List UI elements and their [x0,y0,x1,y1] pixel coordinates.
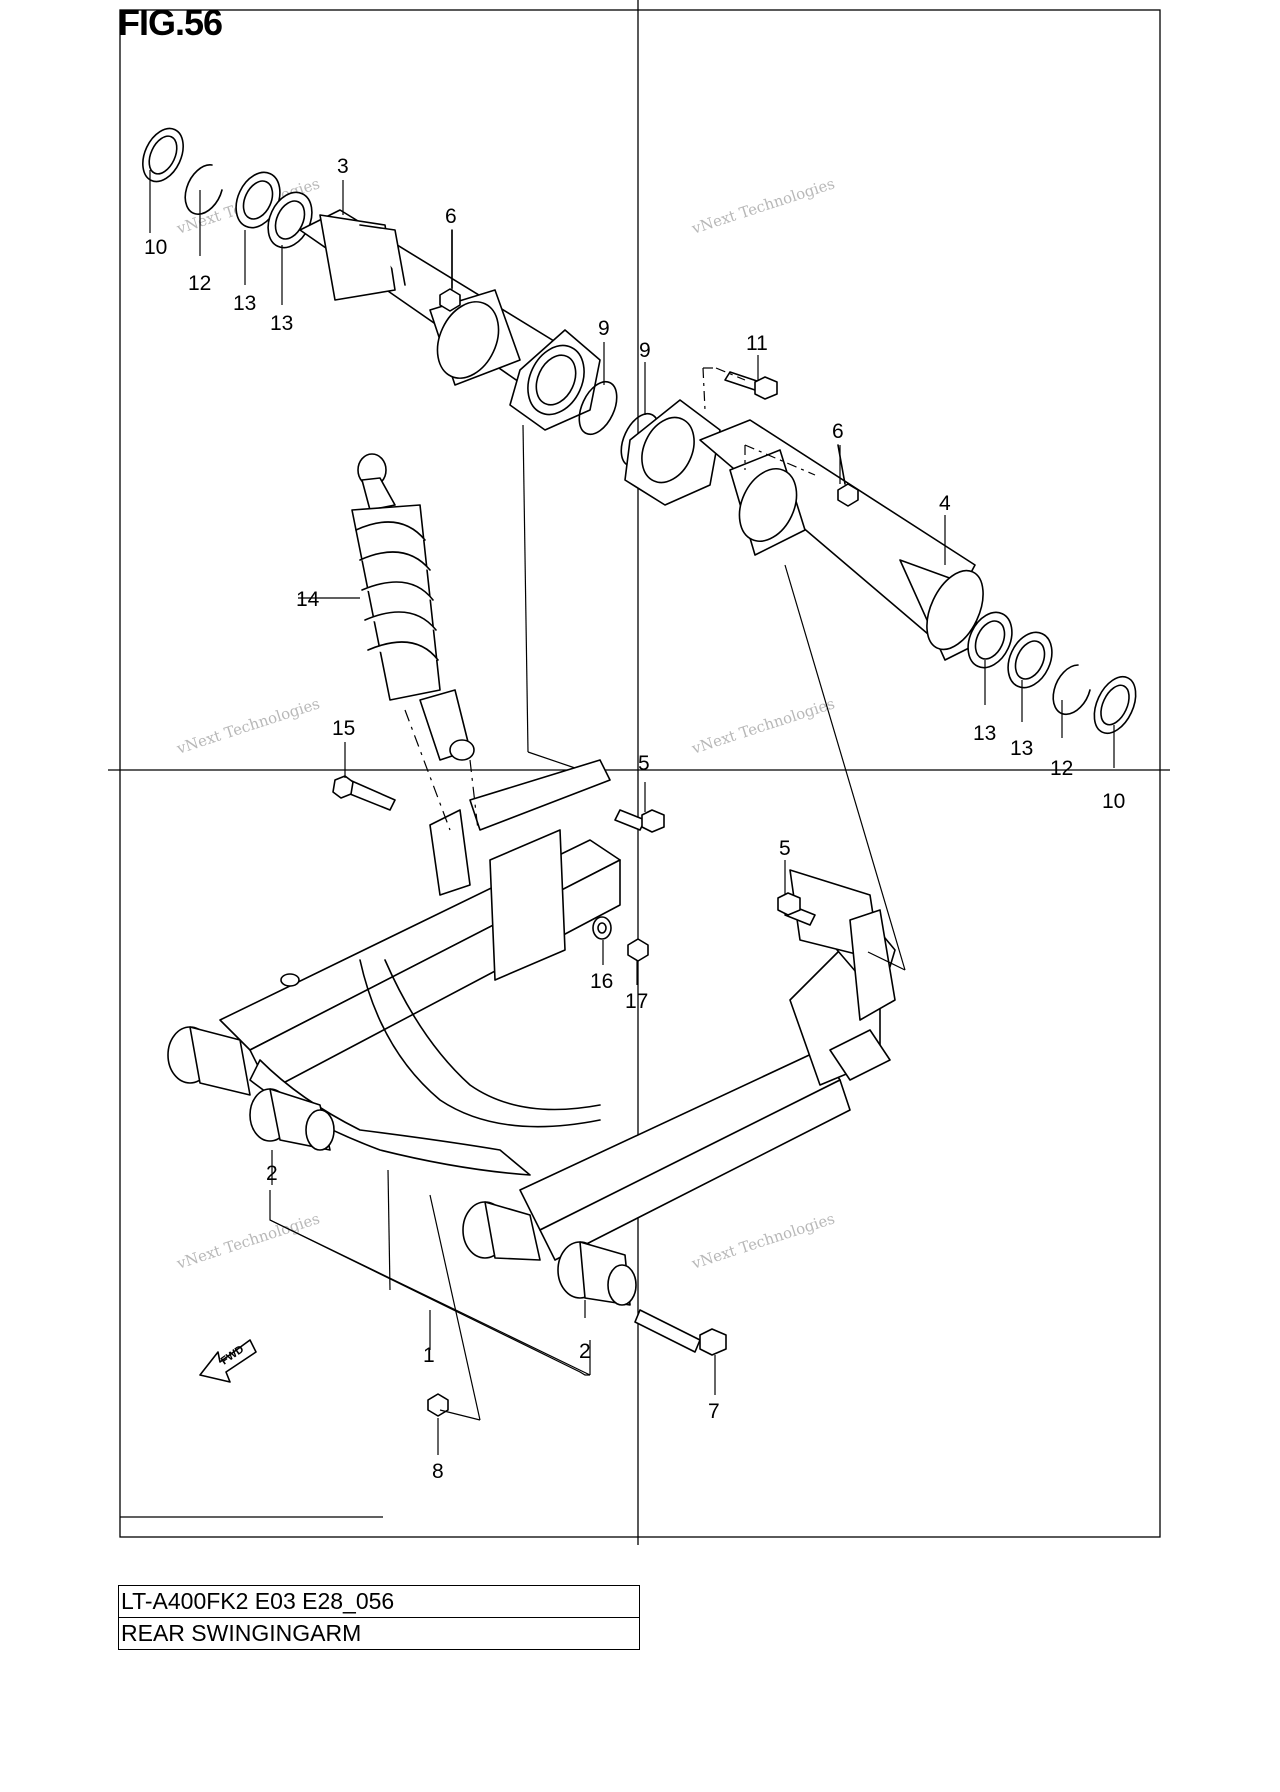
leader-lines [149,170,1115,1455]
watermark: vNext Technologies [689,694,837,757]
shock-absorber-14 [351,453,475,761]
callout-labels: 10 12 13 13 3 6 9 9 11 6 4 14 13 13 12 1… [144,155,1125,1483]
callout-14: 14 [296,588,320,611]
callout-8: 8 [432,1460,444,1483]
callout-5-upper: 5 [638,752,650,775]
svg-text:vNext Technologies: vNext Technologies [174,1209,322,1272]
bearing-13-right-b [1007,631,1053,689]
oil-seal-10-left [142,127,184,183]
callout-17: 17 [625,990,648,1013]
circlip-12-left [184,164,223,215]
callout-9-right: 9 [639,339,651,362]
svg-text:vNext Technologies: vNext Technologies [689,174,837,237]
swingarm-1 [219,759,896,1261]
washer-16 [592,916,612,940]
callout-9-left: 9 [598,317,610,340]
callout-12-right: 12 [1050,757,1073,780]
bolt-5-upper [614,809,665,833]
fwd-arrow-icon [199,1339,257,1383]
nut-6-right [837,444,859,507]
callout-7: 7 [708,1400,720,1423]
callout-1: 1 [423,1344,435,1367]
nut-17 [627,938,649,962]
watermark: vNext Technologies [174,694,322,757]
nut-6-left [439,229,461,312]
callout-15: 15 [332,717,355,740]
nut-8 [427,1393,449,1417]
pivot-boss-right [462,1201,541,1261]
callout-2-right: 2 [579,1340,591,1363]
bearing-13-left-a [235,171,281,229]
info-row-section: REAR SWINGINGARM [118,1617,640,1650]
info-row-model: LT-A400FK2 E03 E28_056 [118,1585,640,1618]
bolt-5-lower [777,892,816,926]
svg-text:vNext Technologies: vNext Technologies [689,694,837,757]
bearing-13-right-a [967,611,1013,669]
callout-2-left: 2 [266,1162,278,1185]
bolt-15 [332,775,396,811]
callout-4: 4 [939,492,951,515]
pivot-tube-3 [299,209,601,431]
watermark: vNext Technologies [174,1209,322,1272]
bushing-2-left [249,1088,335,1151]
circlip-12-right [1052,664,1091,716]
svg-text:vNext Technologies: vNext Technologies [174,694,322,757]
bearing-13-left-b [267,191,313,249]
watermark: vNext Technologies [689,174,837,237]
callout-10-left: 10 [144,236,167,259]
callout-11: 11 [746,332,768,355]
oil-seal-10-right [1093,675,1137,735]
callout-3: 3 [337,155,349,178]
pivot-boss-left [167,1026,251,1096]
model-code: LT-A400FK2 E03 E28_056 [118,1585,640,1618]
bolt-11 [724,371,778,400]
figure-title: FIG.56 [118,2,223,43]
callout-6-right: 6 [832,420,844,443]
callout-10-right: 10 [1102,790,1125,813]
bushing-2-right [557,1241,637,1306]
diagram-info-table: LT-A400FK2 E03 E28_056 REAR SWINGINGARM [118,1585,640,1650]
section-name: REAR SWINGINGARM [118,1617,640,1650]
callout-13-right-b: 13 [1010,737,1033,760]
watermark: vNext Technologies [689,1209,837,1272]
callout-12-left: 12 [188,272,211,295]
svg-text:vNext Technologies: vNext Technologies [689,1209,837,1272]
o-ring-9-left [578,380,618,436]
callout-13-right-a: 13 [973,722,996,745]
assembly-lines [269,367,906,1421]
callout-13-left-b: 13 [270,312,293,335]
callout-16: 16 [590,970,613,993]
callout-13-left-a: 13 [233,292,256,315]
callout-6-left: 6 [445,205,457,228]
pivot-bolt-7 [634,1309,727,1356]
diagram-frame [108,0,1170,1545]
callout-5-lower: 5 [779,837,791,860]
pivot-tube-4 [624,399,986,661]
